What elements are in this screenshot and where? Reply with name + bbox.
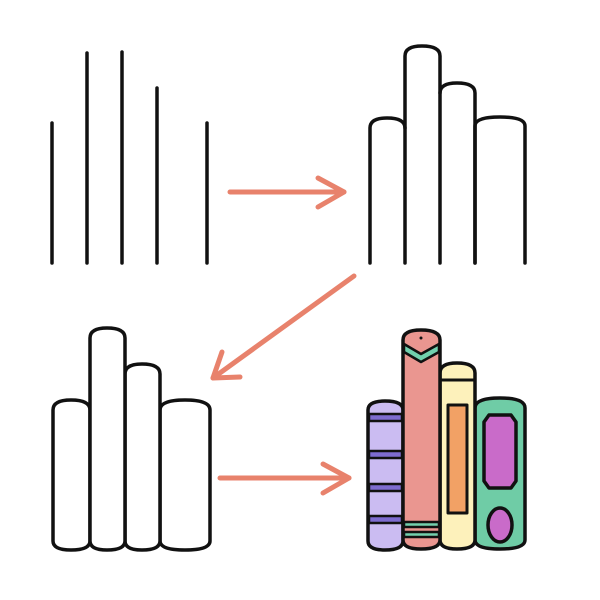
- book-pink: [401, 328, 442, 551]
- book-green: [473, 396, 527, 551]
- arrow-right-icon: [227, 175, 347, 210]
- step-3-full-cylinders: [51, 326, 212, 552]
- arrow-right-icon: [217, 461, 352, 496]
- step-2-cylinder-tops: [368, 44, 527, 265]
- step-1-lines: [50, 50, 209, 265]
- book-yellow: [438, 361, 477, 551]
- arrow-down-left-icon: [210, 273, 357, 381]
- book-purple: [366, 399, 405, 552]
- step-4-colored-books: [366, 328, 527, 552]
